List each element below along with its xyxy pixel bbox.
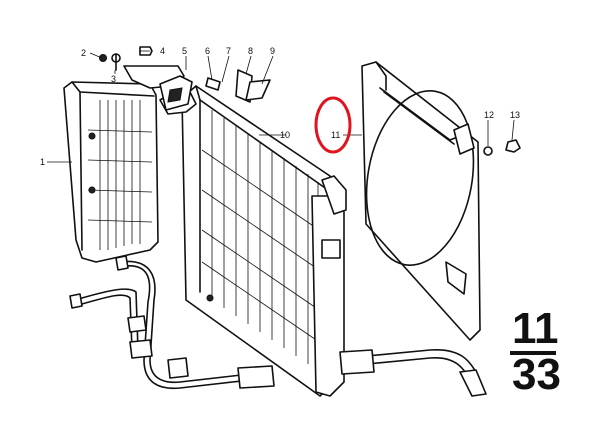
callout-2: 2 [81,48,86,58]
group-number-bottom: 33 [512,350,561,399]
group-number-divider [510,351,556,355]
callouts: 1 2 3 4 5 6 7 8 9 10 11 12 13 [40,46,520,167]
callout-5: 5 [182,46,187,56]
callout-8: 8 [248,46,253,56]
leader-lines [47,50,515,163]
callout-12: 12 [484,110,494,120]
callout-6: 6 [205,46,210,56]
oil-cooler-part-1 [63,81,159,263]
oil-lines [69,255,487,397]
callout-13: 13 [510,110,520,120]
callout-3: 3 [111,74,116,84]
highlight-circle [314,96,352,154]
group-number-top: 11 [512,304,559,353]
top-brackets [99,46,271,111]
callout-9: 9 [270,46,275,56]
callout-11: 11 [331,130,340,140]
callout-1: 1 [40,157,45,167]
hardware-12-13 [483,139,521,156]
callout-10: 10 [280,130,290,140]
radiator-core-part-10 [159,85,347,397]
group-number: 11 33 [510,304,561,399]
callout-7: 7 [226,46,231,56]
fan-shroud-part-11 [361,61,481,341]
callout-4: 4 [160,46,165,56]
